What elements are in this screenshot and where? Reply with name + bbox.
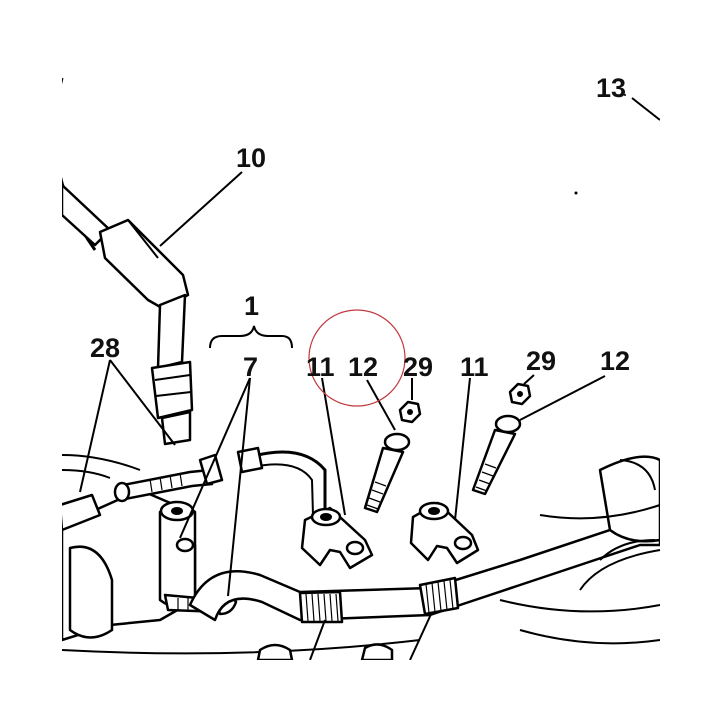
callout-12-left: 12 [348,352,378,382]
callout-29-left: 29 [403,352,433,382]
bolt-left [363,432,411,514]
lower-mounts [256,643,394,662]
leader-lines [79,97,661,597]
right-control-assembly [499,455,662,645]
callout-11-right: 11 [460,352,489,382]
callout-1: 1 [244,291,259,321]
callout-7: 7 [243,352,258,382]
callout-12-right: 12 [600,346,630,376]
callout-11-left: 11 [306,352,335,382]
callout-13: 13 [596,73,626,103]
right-margin [660,0,720,720]
bracket-part-1 [209,325,293,349]
riser-clamp-right [409,501,480,565]
mirror-stem [60,183,194,446]
callout-10: 10 [236,143,266,173]
highlight-circle [308,309,406,407]
handlebar [188,518,662,624]
bottom-margin [0,660,720,720]
riser-clamp-left [300,506,374,570]
nut-right [508,382,532,406]
clamp-assembly [58,488,421,655]
callout-29-right: 29 [526,346,556,376]
callout-28: 28 [90,333,120,363]
bolt-right [471,414,522,496]
left-margin [0,0,62,720]
nut-left [398,400,422,424]
